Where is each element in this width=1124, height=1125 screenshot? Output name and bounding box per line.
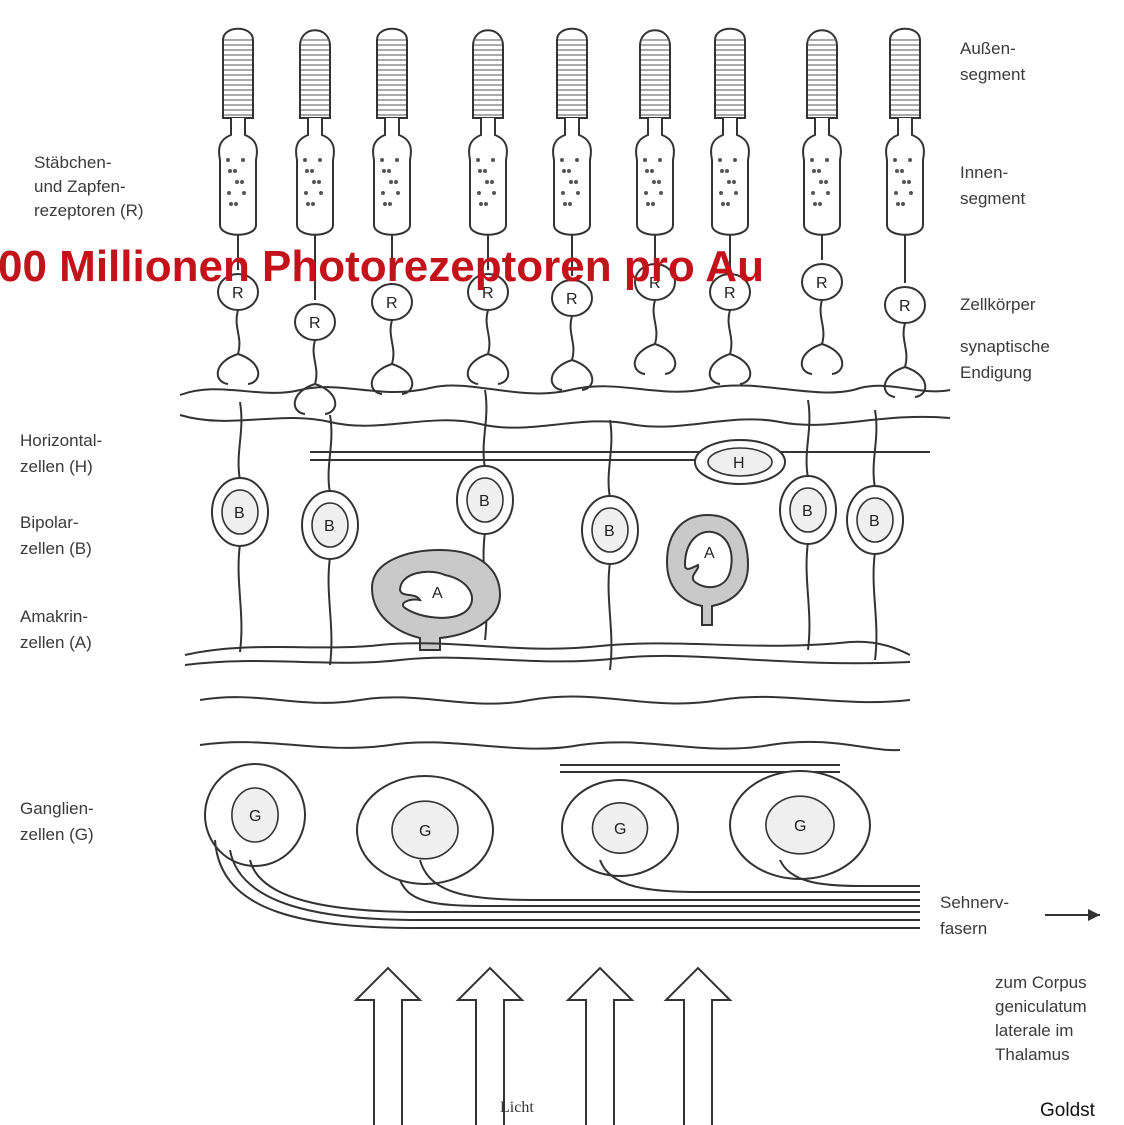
receptor-cell-body: R	[802, 235, 842, 374]
label-receptors-3: rezeptoren (R)	[34, 201, 144, 220]
inner-segment	[711, 118, 749, 235]
label-bipolar-2: zellen (B)	[20, 539, 92, 558]
light-arrow-icon	[568, 968, 632, 1125]
label-outer-segment-1: Außen-	[960, 39, 1016, 58]
inner-segment	[803, 118, 841, 235]
ganglion-letter: G	[794, 818, 806, 835]
outer-segment	[300, 30, 330, 118]
inner-segment	[219, 118, 257, 235]
outer-segments	[223, 29, 920, 118]
label-optic-nerve-1: Sehnerv-	[940, 893, 1009, 912]
light-arrows	[356, 968, 730, 1125]
label-target-1: zum Corpus	[995, 973, 1087, 992]
ganglion-letter: G	[249, 808, 261, 825]
label-amacrine-1: Amakrin-	[20, 607, 88, 626]
ganglion-cell: G	[357, 776, 493, 884]
label-inner-segment-2: segment	[960, 189, 1025, 208]
amacrine-letter-right: A	[704, 545, 715, 562]
bipolar-letter: B	[324, 518, 335, 535]
bipolar-letter: B	[479, 493, 490, 510]
right-labels: Außen- segment Innen- segment Zellkörper…	[940, 39, 1087, 1064]
light-label: Licht	[500, 1099, 534, 1116]
label-amacrine-2: zellen (A)	[20, 633, 92, 652]
label-horizontal-2: zellen (H)	[20, 457, 93, 476]
title-banner: 00 Millionen Photorezeptoren pro Au	[0, 242, 764, 291]
bipolar-letter: B	[802, 503, 813, 520]
inner-segment	[373, 118, 411, 235]
bipolar-letter: B	[869, 513, 880, 530]
label-cell-body: Zellkörper	[960, 295, 1036, 314]
bipolar-cell: B	[212, 402, 268, 652]
ganglion-cell: G	[205, 764, 305, 866]
inner-segment	[296, 118, 334, 235]
label-target-4: Thalamus	[995, 1045, 1070, 1064]
bipolar-cell: B	[582, 420, 638, 670]
label-optic-nerve-2: fasern	[940, 919, 987, 938]
light-arrow-icon	[356, 968, 420, 1125]
receptor-letter: R	[816, 275, 828, 292]
outer-segment	[557, 29, 587, 118]
ganglion-cell: G	[730, 771, 870, 879]
bipolar-cell: B	[847, 410, 903, 660]
label-ganglion-1: Ganglien-	[20, 799, 94, 818]
label-horizontal-1: Horizontal-	[20, 431, 102, 450]
label-synaptic-1: synaptische	[960, 337, 1050, 356]
arrow-right-icon	[1045, 909, 1100, 921]
label-receptors-1: Stäbchen-	[34, 153, 112, 172]
label-ganglion-2: zellen (G)	[20, 825, 94, 844]
label-target-3: laterale im	[995, 1021, 1073, 1040]
outer-segment	[640, 30, 670, 118]
receptor-cell-body: R	[885, 235, 925, 397]
horizontal-cell: H	[695, 440, 785, 484]
inner-plexiform-layer	[185, 642, 910, 772]
label-receptors-2: und Zapfen-	[34, 177, 126, 196]
bipolar-cells: B B B B B B	[212, 390, 903, 670]
bipolar-letter: B	[234, 505, 245, 522]
label-target-2: geniculatum	[995, 997, 1087, 1016]
inner-segment	[886, 118, 924, 235]
label-synaptic-2: Endigung	[960, 363, 1032, 382]
amacrine-cell-right: A	[667, 515, 748, 625]
receptor-letter: R	[309, 315, 321, 332]
inner-segment	[553, 118, 591, 235]
bipolar-cell: B	[780, 400, 836, 650]
outer-segment	[377, 29, 407, 118]
light-arrow-icon	[666, 968, 730, 1125]
bipolar-letter: B	[604, 523, 615, 540]
receptor-letter: R	[386, 295, 398, 312]
outer-segment	[715, 29, 745, 118]
amacrine-letter-left: A	[432, 585, 443, 602]
synaptic-layer	[180, 385, 950, 460]
outer-segment	[807, 30, 837, 118]
receptor-letter: R	[566, 291, 578, 308]
ganglion-cell: G	[562, 780, 678, 876]
outer-segment	[890, 29, 920, 118]
horizontal-letter: H	[733, 455, 745, 472]
label-inner-segment-1: Innen-	[960, 163, 1008, 182]
outer-segment	[473, 30, 503, 118]
outer-segment	[223, 29, 253, 118]
inner-segment	[636, 118, 674, 235]
label-bipolar-1: Bipolar-	[20, 513, 79, 532]
inner-segments	[219, 118, 924, 235]
amacrine-cell-left: A	[372, 550, 500, 650]
ganglion-letter: G	[614, 821, 626, 838]
label-outer-segment-2: segment	[960, 65, 1025, 84]
inner-segment	[469, 118, 507, 235]
receptor-letter: R	[899, 298, 911, 315]
ganglion-letter: G	[419, 823, 431, 840]
credit-text: Goldst	[1040, 1100, 1096, 1121]
